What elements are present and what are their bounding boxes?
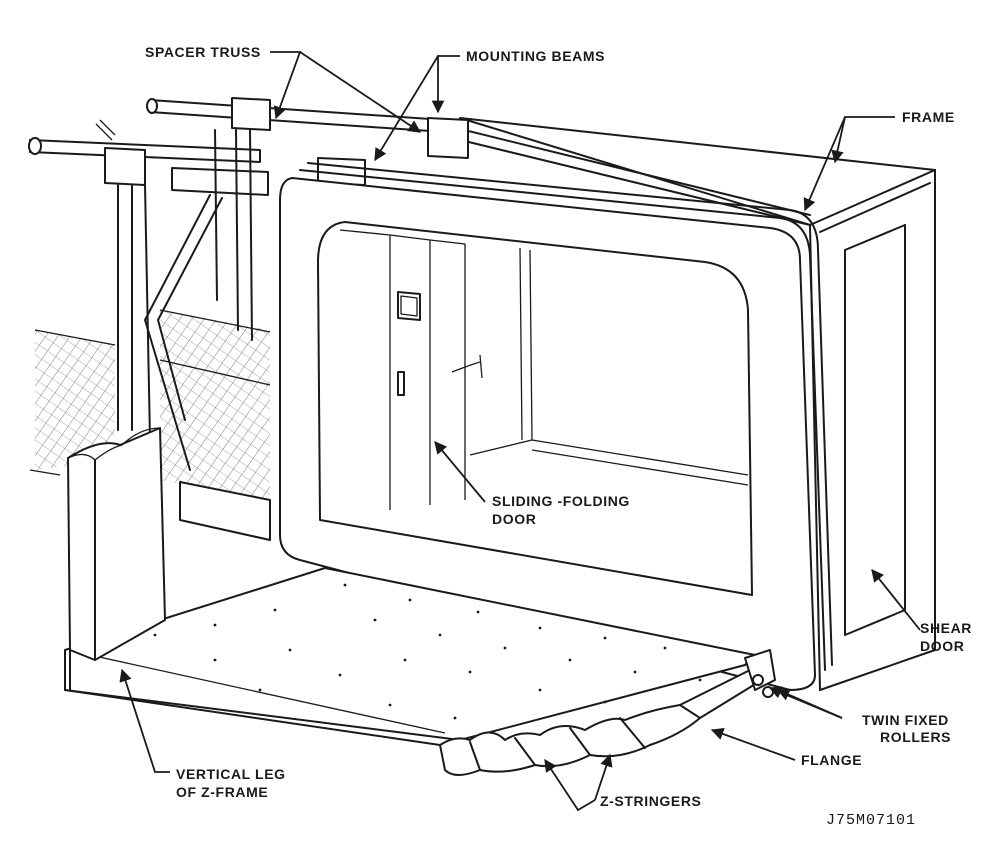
floor-panel xyxy=(64,567,756,746)
door-frame xyxy=(279,162,833,691)
floor-rivets xyxy=(153,583,702,720)
label-shear-1: SHEAR xyxy=(920,620,972,636)
label-vertical-leg-1: VERTICAL LEG xyxy=(176,766,286,782)
label-z-stringers: Z-STRINGERS xyxy=(600,793,702,809)
label-mounting-beams: MOUNTING BEAMS xyxy=(466,48,605,64)
spacer-truss xyxy=(28,97,446,341)
drawing-number: J75M07101 xyxy=(826,812,916,829)
leader-lines xyxy=(119,51,921,812)
base-plate xyxy=(179,481,271,541)
label-twin-rollers-1: TWIN FIXED xyxy=(862,712,949,728)
label-shear-2: DOOR xyxy=(920,638,964,654)
z-stringers-cutaway xyxy=(439,649,776,776)
mesh-panel xyxy=(29,309,271,500)
left-post xyxy=(104,147,151,441)
label-vertical-leg-2: OF Z-FRAME xyxy=(176,784,268,800)
label-flange: FLANGE xyxy=(801,752,862,768)
label-sliding-folding-1: SLIDING -FOLDING xyxy=(492,493,630,509)
label-frame: FRAME xyxy=(902,109,955,125)
label-twin-rollers-2: ROLLERS xyxy=(880,729,951,745)
label-spacer-truss: SPACER TRUSS xyxy=(145,44,261,60)
mounting-beam-blocks xyxy=(317,117,469,186)
labels: SPACER TRUSS MOUNTING BEAMS FRAME SLIDIN… xyxy=(145,44,972,829)
vertical-leg-z-frame xyxy=(67,427,166,661)
label-sliding-folding-2: DOOR xyxy=(492,511,536,527)
